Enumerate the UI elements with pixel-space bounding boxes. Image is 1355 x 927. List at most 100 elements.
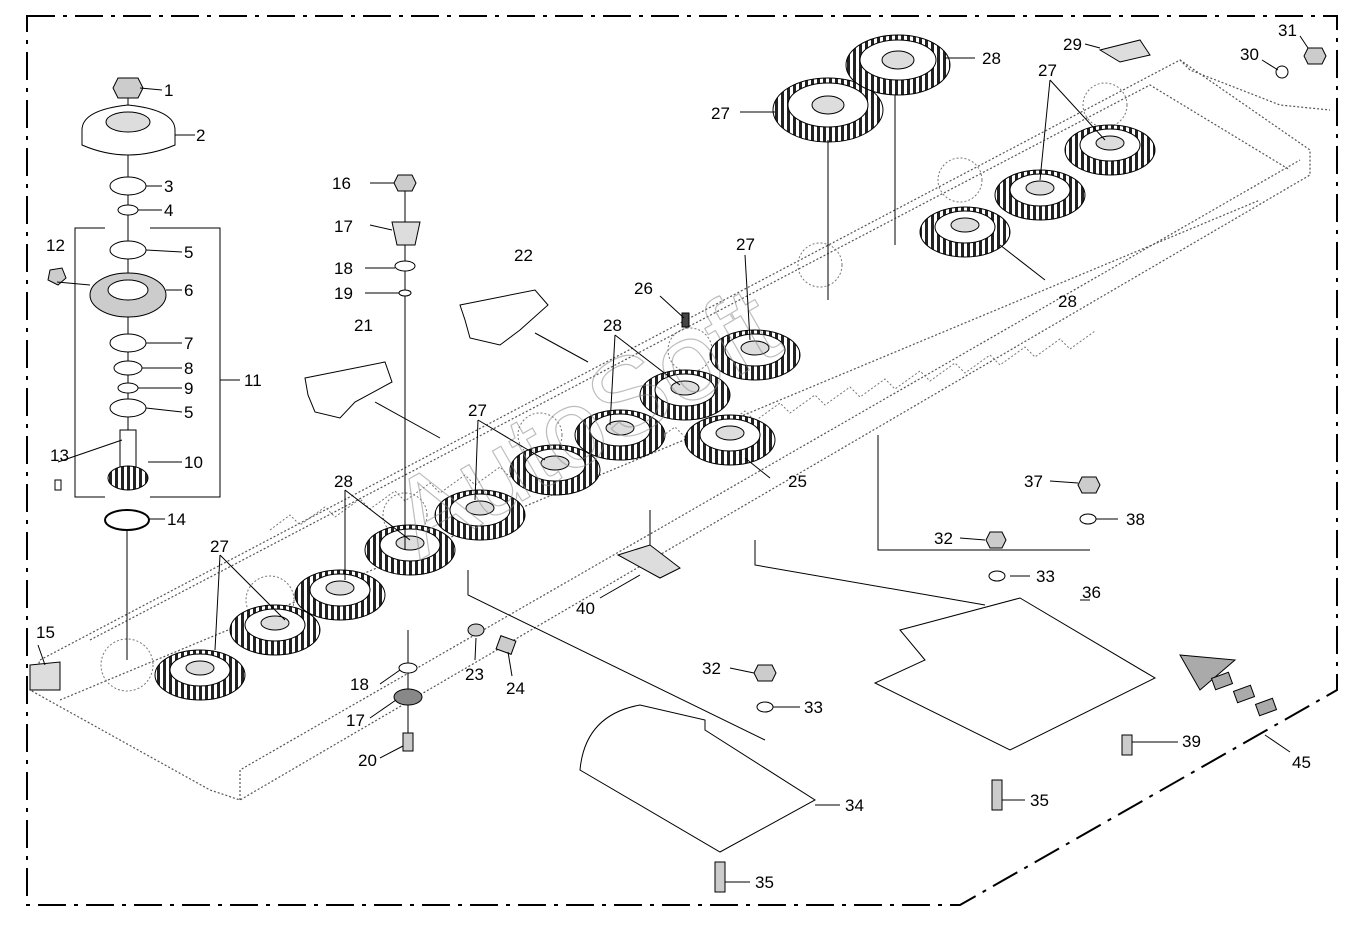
callout-40: 40 bbox=[576, 599, 595, 618]
callout-11: 11 bbox=[244, 371, 262, 390]
gear-25 bbox=[684, 414, 776, 466]
ring-4 bbox=[117, 204, 139, 216]
callout-5: 5 bbox=[184, 403, 193, 422]
callout-8: 8 bbox=[184, 359, 193, 378]
callout-18: 18 bbox=[334, 259, 353, 278]
callout-19: 19 bbox=[334, 284, 353, 303]
cover-shoes bbox=[304, 289, 589, 439]
bolt-31 bbox=[1303, 47, 1327, 65]
gear-28 bbox=[229, 604, 321, 656]
callout-1: 1 bbox=[164, 81, 173, 100]
callout-29: 29 bbox=[1063, 35, 1082, 54]
o-ring-14 bbox=[104, 509, 150, 531]
callout-27: 27 bbox=[736, 235, 755, 254]
gear-28 bbox=[639, 369, 731, 421]
callout-17: 17 bbox=[346, 711, 365, 730]
bearing-5b bbox=[109, 398, 147, 418]
callout-17: 17 bbox=[334, 217, 353, 236]
right-fasteners bbox=[29, 39, 1327, 893]
callout-39: 39 bbox=[1182, 732, 1201, 751]
nut-1 bbox=[112, 77, 144, 99]
callout-27: 27 bbox=[210, 537, 229, 556]
gear-train bbox=[154, 34, 1156, 701]
callout-30: 30 bbox=[1240, 45, 1259, 64]
ring-9 bbox=[117, 382, 139, 394]
gear-27 bbox=[434, 489, 526, 541]
callout-2: 2 bbox=[196, 126, 205, 145]
end-shoe-15 bbox=[29, 661, 61, 691]
callout-27: 27 bbox=[468, 401, 487, 420]
leader-frames bbox=[467, 435, 1090, 741]
callout-31: 31 bbox=[1278, 21, 1297, 40]
callout-14: 14 bbox=[167, 510, 186, 529]
gear-28-exploded bbox=[845, 34, 951, 96]
callout-23: 23 bbox=[465, 665, 484, 684]
skid-34 bbox=[579, 704, 816, 853]
callout-6: 6 bbox=[184, 281, 193, 300]
callout-21: 21 bbox=[354, 316, 373, 335]
callout-leaders bbox=[37, 35, 1309, 883]
callout-18: 18 bbox=[350, 675, 369, 694]
shoe-21 bbox=[304, 361, 393, 419]
hub-assembly bbox=[47, 77, 176, 531]
skid-plates bbox=[579, 597, 1157, 853]
group-bracket-11 bbox=[74, 227, 240, 498]
callout-9: 9 bbox=[184, 379, 193, 398]
callout-33: 33 bbox=[804, 698, 823, 717]
bearing-5 bbox=[109, 240, 147, 260]
gear-28 bbox=[364, 524, 456, 576]
callout-12: 12 bbox=[46, 236, 65, 255]
callout-15: 15 bbox=[36, 623, 55, 642]
callout-35: 35 bbox=[1030, 791, 1049, 810]
callout-32: 32 bbox=[702, 659, 721, 678]
callout-20: 20 bbox=[358, 751, 377, 770]
callout-28: 28 bbox=[1058, 292, 1077, 311]
callout-24: 24 bbox=[506, 679, 525, 698]
callout-3: 3 bbox=[164, 177, 173, 196]
callout-13: 13 bbox=[50, 446, 69, 465]
gear-27 bbox=[154, 649, 246, 701]
callout-45: 45 bbox=[1292, 753, 1311, 772]
gear-28 bbox=[509, 444, 601, 496]
callout-34: 34 bbox=[845, 796, 864, 815]
skid-36 bbox=[873, 597, 1157, 751]
gear-27 bbox=[709, 329, 801, 381]
gear-27 bbox=[994, 169, 1086, 221]
shaft-10 bbox=[119, 429, 137, 471]
callout-5: 5 bbox=[184, 243, 193, 262]
callout-7: 7 bbox=[184, 334, 193, 353]
gear-27-exploded bbox=[772, 77, 884, 143]
gear-27 bbox=[1064, 124, 1156, 176]
gear-28 bbox=[919, 206, 1011, 258]
end-shoe-29 bbox=[1098, 39, 1151, 63]
bearing-3 bbox=[109, 176, 147, 196]
pinion-10 bbox=[107, 465, 149, 491]
callout-4: 4 bbox=[164, 201, 173, 220]
callout-26: 26 bbox=[634, 279, 653, 298]
nut-12 bbox=[47, 267, 67, 286]
ring-8 bbox=[113, 360, 143, 376]
callout-25: 25 bbox=[788, 472, 807, 491]
callout-labels: 1 2 3 4 5 5 6 7 8 9 10 11 12 13 14 15 16… bbox=[36, 21, 1311, 892]
callout-27: 27 bbox=[711, 104, 730, 123]
callout-22: 22 bbox=[514, 246, 533, 265]
callout-16: 16 bbox=[332, 174, 351, 193]
callout-37: 37 bbox=[1024, 472, 1043, 491]
washer-7 bbox=[109, 333, 147, 353]
callout-28: 28 bbox=[603, 316, 622, 335]
callout-36: 36 bbox=[1082, 583, 1101, 602]
callout-33: 33 bbox=[1036, 567, 1055, 586]
callout-38: 38 bbox=[1126, 510, 1145, 529]
callout-35: 35 bbox=[755, 873, 774, 892]
callout-32: 32 bbox=[934, 529, 953, 548]
callout-28: 28 bbox=[334, 472, 353, 491]
pin-13 bbox=[54, 479, 62, 491]
callout-10: 10 bbox=[184, 453, 203, 472]
knife-teeth bbox=[269, 330, 1096, 531]
callout-28: 28 bbox=[982, 49, 1001, 68]
travel-direction-arrow bbox=[1179, 654, 1278, 717]
callout-27: 27 bbox=[1038, 61, 1057, 80]
shoe-22 bbox=[459, 289, 549, 346]
